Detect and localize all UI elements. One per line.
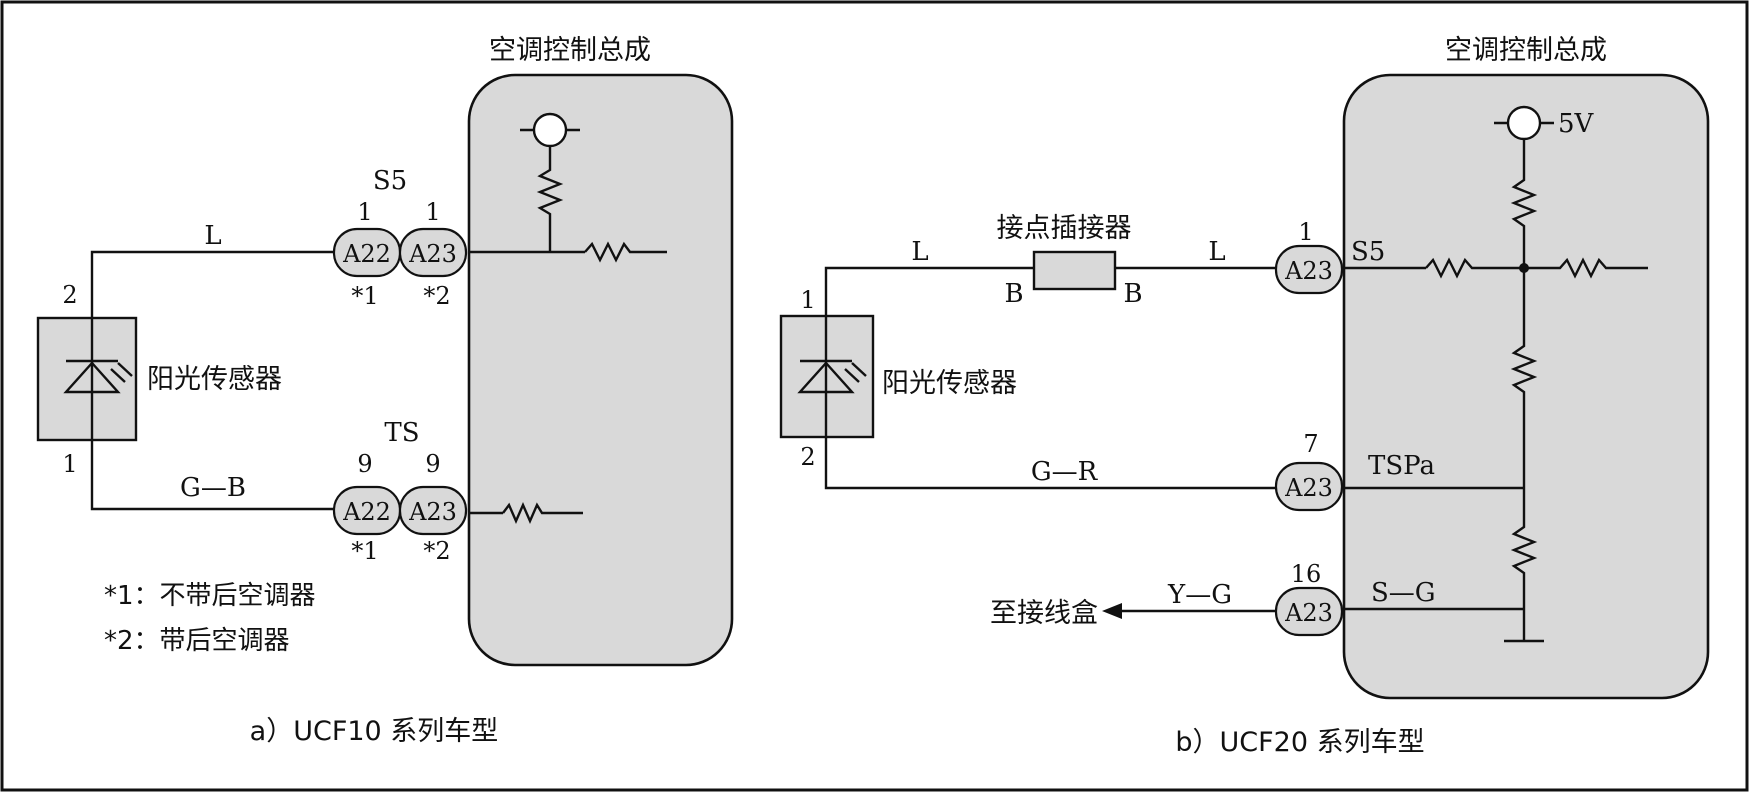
ecu-box-left [467,73,734,667]
sensor-pin-top-right: 1 [800,286,815,314]
note-bottom-b: *2 [423,537,450,565]
connector-A22-top-label: A22 [342,240,391,268]
ecu-box-right [1342,73,1710,700]
light-arrow-right-2 [851,362,867,377]
pin-top-b: 1 [425,198,440,226]
supply-symbol-right [1506,105,1542,141]
sensor-label-right: 阳光传感器 [882,368,1017,399]
resistor-s5-series [1425,257,1524,279]
junction-b-left: B [1004,279,1023,309]
connector-A22-bottom-label: A22 [342,498,391,526]
sun-sensor-left [36,316,138,442]
light-arrow-left-2 [117,362,133,377]
resistor-bottom-left [502,502,583,524]
supply-symbol-left [532,112,568,148]
photodiode-icon-right [797,361,855,394]
wire-label-GB-left: G—B [180,473,246,503]
wire-label-L-right-a: L [911,237,928,267]
note-bottom-a: *1 [351,537,378,565]
caption-right: b）UCF20 系列车型 [1175,727,1424,758]
note-top-b: *2 [423,282,450,310]
sensor-pin-bottom-left: 1 [62,450,77,478]
connector-A23-1-label: A23 [1284,257,1333,285]
ecu-title-right: 空调控制总成 [1445,35,1607,66]
caption-left: a）UCF10 系列车型 [250,716,499,747]
connector-A23-top [398,227,468,278]
signal-SG: S—G [1371,578,1436,608]
wire-L-right-a [824,266,1034,316]
pin-bottom-b: 9 [425,450,440,478]
connector-A23-7 [1274,461,1344,512]
ecu-title-left: 空调控制总成 [489,35,651,66]
arrow-left-icon [1102,603,1122,619]
right-panel: 空调控制总成 5V S5 TSPa S—G 1 A23 7 A23 16 A23… [779,35,1710,758]
wire-GB-left [90,440,337,511]
signal-TSPa: TSPa [1368,451,1435,481]
photodiode-icon-left [63,361,121,394]
left-panel: 空调控制总成 L G—B 阳光传感器 2 1 S5 1 1 A22 A23 *1… [36,35,734,747]
resistor-mid-right [1510,268,1538,488]
signal-TS-left: TS [384,418,419,448]
wire-label-YG: Y—G [1167,580,1232,610]
resistor-top-left [584,241,667,263]
wire-L-left [90,250,337,318]
resistor-pullup-right [1510,139,1538,268]
to-junction-box: 至接线盒 [990,598,1098,629]
pin-bottom-a: 9 [357,450,372,478]
supply-5v: 5V [1558,109,1595,139]
connector-A23-1 [1274,244,1344,295]
sensor-pin-bottom-right: 2 [800,443,815,471]
resistor-right-output [1524,257,1648,279]
wire-label-L-left: L [204,221,221,251]
signal-S5-right: S5 [1351,237,1385,267]
resistor-pullup-left [536,146,564,252]
pin-1-right: 1 [1298,218,1313,246]
pin-16-right: 16 [1291,560,1322,588]
light-arrow-left-1 [110,368,126,383]
note-top-a: *1 [351,282,378,310]
pin-top-a: 1 [357,198,372,226]
sensor-label-left: 阳光传感器 [147,364,282,395]
connector-A23-top-label: A23 [408,240,457,268]
junction-connector [1032,250,1117,291]
footnote-2: *2：带后空调器 [104,626,290,656]
footnote-1: *1：不带后空调器 [104,581,316,611]
wire-GR [824,437,1276,490]
connector-A23-16-label: A23 [1284,599,1333,627]
signal-S5-left: S5 [373,166,407,196]
pin-7-right: 7 [1303,430,1318,458]
connector-A23-bottom-label: A23 [408,498,457,526]
wire-label-L-right-b: L [1208,237,1225,267]
connector-A23-bottom [398,485,468,536]
junction-b-right: B [1123,279,1142,309]
resistor-low-right [1510,488,1538,641]
connector-A23-7-label: A23 [1284,474,1333,502]
wire-label-GR: G—R [1031,457,1099,487]
light-arrow-right-1 [844,368,860,383]
sensor-pin-top-left: 2 [62,281,77,309]
junction-connector-label: 接点插接器 [997,213,1132,244]
